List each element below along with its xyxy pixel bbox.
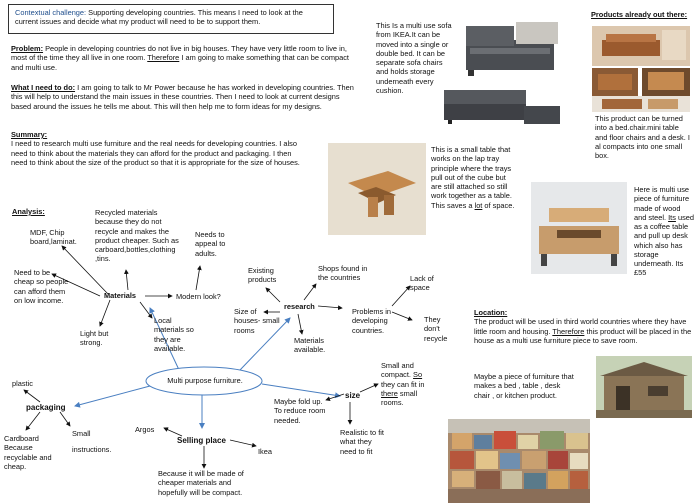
problem-paragraph: Problem: People in developing countries … — [11, 44, 361, 72]
table-note: This is a small table that works on the … — [431, 145, 517, 210]
note-shops: Shops found in the countries — [318, 264, 368, 283]
note-cheap: Need to be cheap so people can afford th… — [14, 268, 69, 305]
location-label: Location: — [474, 308, 508, 317]
note-foldup: Maybe fold up. To reduce room needed. — [274, 397, 326, 425]
sofa-photo-2 — [440, 84, 564, 130]
products-header: Products already out there: — [591, 10, 688, 19]
note-mdf: MDF, Chip board,laminat. — [30, 228, 77, 247]
table-note-lot: lot — [474, 200, 483, 210]
todo-paragraph: What I need to do: I am going to talk to… — [11, 83, 356, 111]
hut-photo — [596, 356, 692, 418]
context-label: Contextual challenge: — [15, 8, 87, 17]
location-paragraph: Location: The product will be used in th… — [474, 308, 692, 345]
bed-photo-1 — [592, 26, 690, 66]
note-compact-mid: they can fit in — [381, 379, 425, 389]
context-box: Contextual challenge: Supporting develop… — [8, 4, 334, 34]
bed-photo-4 — [592, 96, 690, 112]
location-maybe: Maybe a piece of furniture that makes a … — [474, 372, 574, 400]
node-research: research — [284, 302, 315, 311]
location-text: The product will be used in third world … — [474, 317, 687, 336]
problem-label: Problem: — [11, 44, 44, 53]
summary-label: Summary: — [11, 130, 48, 139]
node-packaging: packaging — [26, 403, 66, 412]
note-appeal: Needs to appeal to adults. — [195, 230, 226, 258]
summary-text: I need to research multi use furniture a… — [11, 139, 300, 167]
note-lack: Lack of space — [410, 274, 434, 293]
note-recycle: They don't recycle — [424, 315, 448, 343]
table-note-text: This is a small table that works on the … — [431, 145, 512, 210]
note-cheaper: Because it will be made of cheaper mater… — [158, 469, 244, 497]
sofa-note: This Is a multi use sofa from IKEA.It ca… — [376, 21, 452, 95]
coffee-note-its: Its — [668, 212, 676, 222]
note-light: Light but strong. — [80, 329, 109, 348]
analysis-label: Analysis: — [12, 207, 45, 216]
note-cardboard: Cardboard Because recyclable and cheap. — [4, 434, 52, 471]
note-small: Small — [72, 429, 91, 438]
note-instructions: instructions. — [72, 445, 112, 454]
note-compact-end: small rooms. — [381, 388, 418, 407]
sofa-photo-1 — [460, 14, 566, 84]
bed-photo-2 — [592, 68, 638, 96]
node-materials: Materials — [104, 291, 137, 300]
table-photo — [328, 143, 426, 235]
coffee-note-end: used as a coffee table and pull up desk … — [634, 212, 694, 278]
note-compact-text: Small and compact. — [381, 361, 414, 380]
table-note-end: of space. — [482, 200, 515, 210]
mindmap-center: Multi purpose furniture. — [167, 376, 243, 385]
note-modern: Modern look? — [176, 292, 221, 301]
note-existing: Existing products — [248, 266, 277, 285]
node-selling-place: Selling place — [177, 436, 226, 445]
slum-photo — [448, 419, 590, 503]
problem-text-end: I am going to make something that can be… — [11, 53, 349, 72]
location-text-end: this product will be placed in the house… — [474, 326, 692, 345]
summary-paragraph: Summary: I need to research multi use fu… — [11, 130, 301, 167]
note-recycled: Recycled materials because they do not r… — [95, 208, 179, 264]
note-ikea: Ikea — [258, 447, 272, 456]
note-realistic: Realistic to fit what they need to fit — [340, 428, 384, 456]
note-materials-available: Materials available. — [294, 336, 326, 355]
note-compact: Small and compact. So they can fit in th… — [381, 361, 433, 407]
note-problems: Problems in developing countries. — [352, 307, 392, 335]
node-size: size — [345, 391, 361, 400]
note-houses: Size of houses- small rooms — [234, 307, 280, 335]
coffee-note: Here is multi use piece of furniture mad… — [634, 185, 694, 278]
todo-text: I am going to talk to Mr Power because h… — [11, 83, 354, 111]
note-plastic: plastic — [12, 379, 33, 388]
note-argos: Argos — [135, 425, 155, 434]
problem-therefore: Therefore — [147, 53, 180, 63]
bed-note: This product can be turned into a bed.ch… — [595, 114, 690, 160]
coffee-table-photo — [531, 182, 627, 274]
note-local: Local materials so they are available. — [154, 316, 194, 353]
note-compact-there: there — [381, 388, 398, 398]
problem-text: People in developing countries do not li… — [11, 44, 347, 63]
location-therefore: Therefore — [552, 326, 585, 336]
note-compact-so: So — [413, 370, 423, 380]
context-text: Supporting developing countries. This me… — [15, 8, 303, 27]
coffee-note-text: Here is multi use piece of furniture mad… — [634, 185, 690, 222]
bed-photo-3 — [642, 68, 690, 96]
todo-label: What I need to do: — [11, 83, 76, 92]
